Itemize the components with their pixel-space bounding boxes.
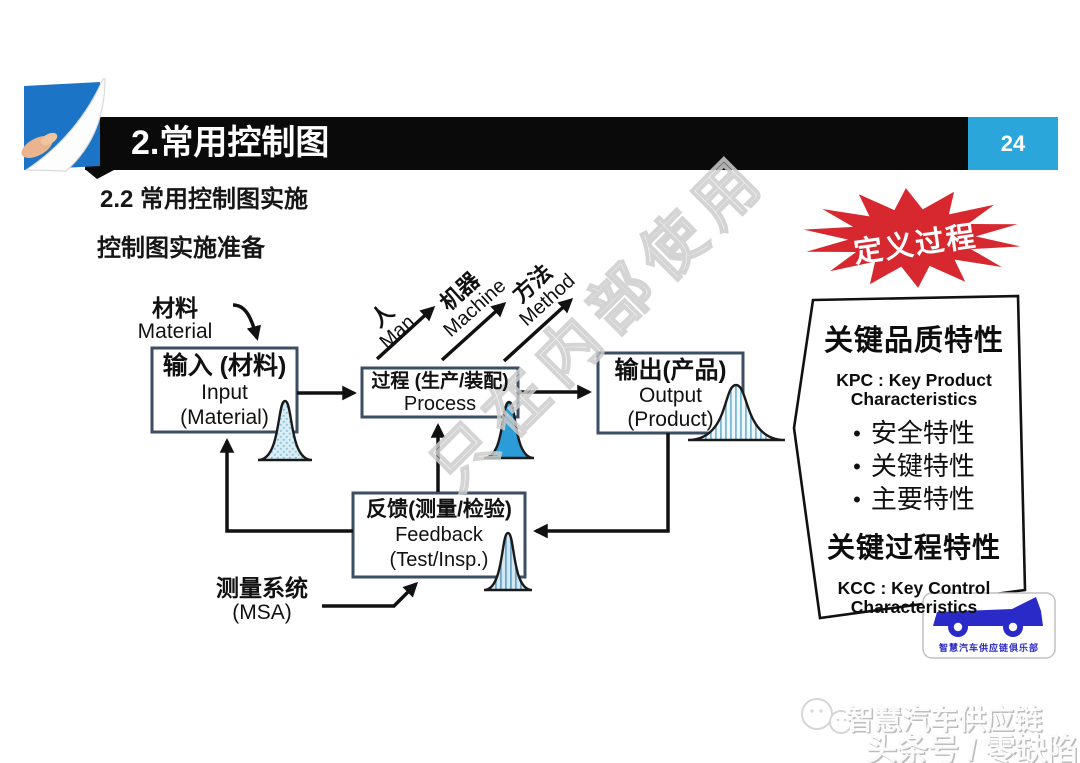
kpc-bullet-2-text: 关键特性 [870,451,975,481]
bullet-icon: • [853,454,861,479]
man-arrow [375,306,436,361]
input-box-cn: 输入 (材料) [162,352,287,380]
club-logo-caption: 智慧汽车供应链俱乐部 [938,643,1039,653]
kpc-title: 关键品质特性 [823,325,1004,357]
slide-heading: 控制图实施准备 [97,235,265,262]
input-box-shape [150,346,299,434]
output-to-feedback-arrow [533,433,670,539]
input-box: 输入 (材料) Input (Material) [152,352,297,430]
flow-arrows [219,298,670,608]
output-box-en2: (Product) [627,408,714,431]
output-distribution-curve [687,383,786,442]
process-box: 过程 (生产/装配) Process [362,371,518,415]
feedback-to-input-arrow [219,438,353,533]
process-distribution-curve [483,400,535,460]
footer-watermark-line2: 头条号 / 零缺陷 [866,732,1078,763]
kcc-subtitle-1: KCC : Key Control [837,578,991,598]
feedback-box-en1: Feedback [395,524,483,546]
feedback-box-shape [351,491,527,579]
footer-watermark-line1: 智慧汽车供应链 [846,704,1043,735]
bullet-icon: • [853,487,861,512]
feedback-box-cn: 反馈(测量/检验) [366,498,512,521]
machine-arrow [440,302,507,362]
material-label-cn: 材料 [152,295,198,321]
kpc-subtitle-1: KPC : Key Product [836,370,992,390]
page-curl-graphic [21,78,114,179]
feedback-box: 反馈(测量/检验) Feedback (Test/Insp.) [353,497,525,573]
kpc-bullet-1-text: 安全特性 [870,418,975,448]
starburst-shape [803,188,1021,288]
input-box-en1: Input [201,381,248,404]
club-logo [922,592,1056,659]
kpc-panel: 关键品质特性 KPC : Key Product Characteristics… [800,300,1028,617]
kcc-title: 关键过程特性 [826,532,1001,563]
output-box-en1: Output [638,384,703,407]
kpc-bullet-3-text: 主要特性 [870,484,975,514]
msa-label-cn: 测量系统 [216,575,308,601]
output-box-cn: 输出(产品) [614,357,727,384]
kpc-bullet-2: • 关键特性 [800,450,1028,483]
section-subtitle: 2.2 常用控制图实施 [100,186,309,213]
kpc-bullet-3: • 主要特性 [800,483,1028,516]
page-title: 2.常用控制图 [131,124,330,162]
feedback-distribution-curve [483,531,533,592]
page-number: 24 [1000,131,1026,156]
title-bar: 2.常用控制图 [85,117,968,170]
feedback-box-en2: (Test/Insp.) [389,549,489,571]
msa-arrow [322,581,419,608]
material-label-en: Material [137,320,213,343]
process-box-en1: Process [403,393,477,415]
material-label: 材料 Material [128,296,222,343]
chat-bubbles-icon [801,698,853,734]
kpc-subtitle-2: Characteristics [850,389,978,409]
method-arrow [502,298,574,363]
msa-label: 测量系统 (MSA) [200,575,324,625]
input-box-en2: (Material) [180,406,269,429]
msa-label-en: (MSA) [232,601,292,624]
bullet-icon: • [853,421,861,446]
page-number-badge: 24 [968,117,1058,170]
kcc-subtitle-2: Characteristics [850,597,978,617]
input-distribution-curve [257,399,313,462]
material-arrow [232,303,261,341]
kpc-bullet-1: • 安全特性 [800,417,1028,450]
process-box-cn: 过程 (生产/装配) [371,371,509,392]
output-box: 输出(产品) Output (Product) [598,357,743,432]
